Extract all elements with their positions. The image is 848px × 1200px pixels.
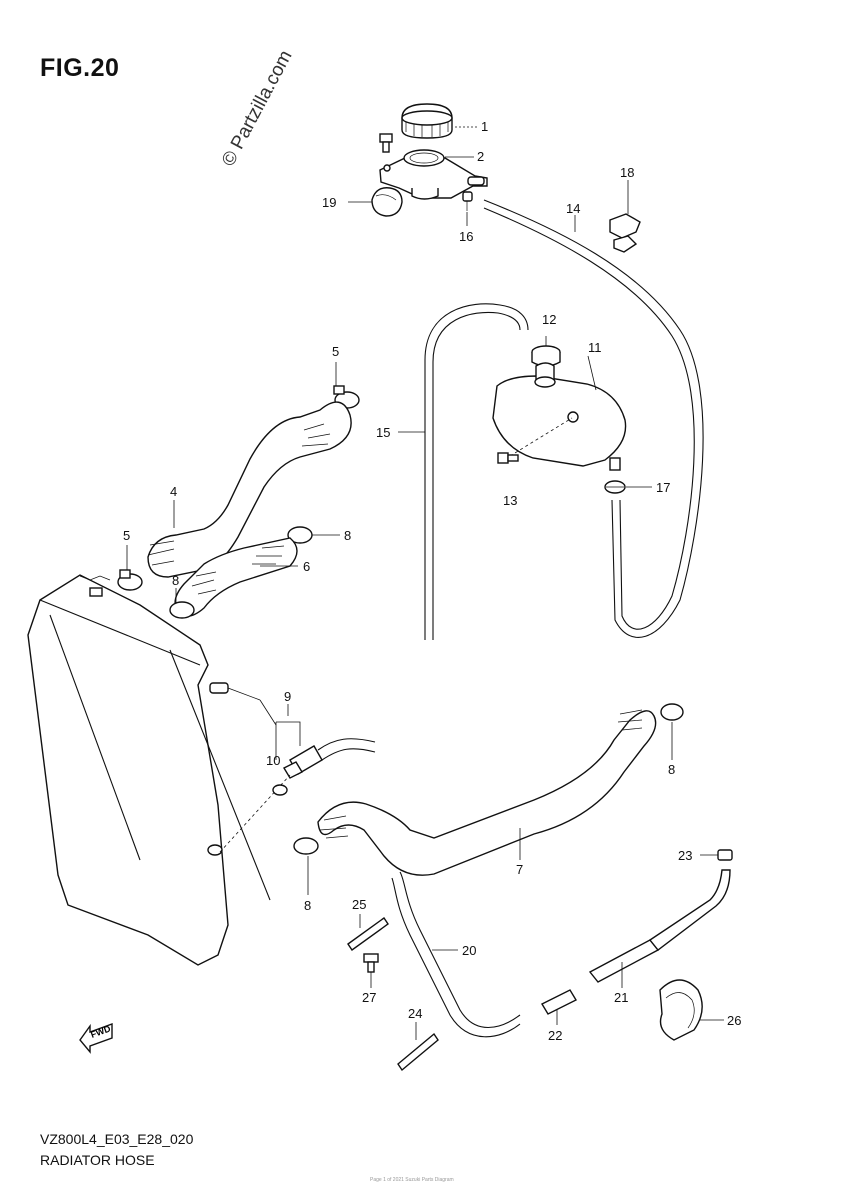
callout-23: 23 [678,848,692,863]
reservoir-hose-15 [424,303,529,640]
hose-clamp-8-bottom [293,837,319,855]
hose-clip-25 [347,917,389,951]
callout-18: 18 [620,165,634,180]
callout-17: 17 [656,480,670,495]
radiator-cap [401,103,453,139]
callout-9: 9 [284,689,291,704]
bolt-27 [363,953,379,973]
callout-26: 26 [727,1013,741,1028]
hose-clamp-8-left [169,601,195,619]
callout-7: 7 [516,862,523,877]
callout-10: 10 [266,753,280,768]
reservoir-bolt-13 [497,452,519,464]
joint-22 [541,989,577,1015]
coolant-reservoir-11 [492,362,627,471]
hose-20 [399,871,521,1028]
callout-15: 15 [376,425,390,440]
overflow-hose-14 [483,199,704,638]
callout-22: 22 [548,1028,562,1043]
callout-5-top: 5 [332,344,339,359]
callout-2: 2 [477,149,484,164]
callout-11: 11 [588,340,602,355]
radiator-hose-4 [147,401,352,578]
callout-1: 1 [481,119,488,134]
callout-19: 19 [322,195,336,210]
callout-27: 27 [362,990,376,1005]
thermo-switch-9 [283,738,376,779]
radiator-hose-7 [317,709,657,876]
callout-13: 13 [503,493,517,508]
hose-clip-17 [604,480,626,494]
callout-8-left: 8 [172,573,179,588]
callout-14: 14 [566,201,580,216]
callout-12: 12 [542,312,556,327]
hose-clamp-5-left [117,569,143,591]
callout-5-left: 5 [123,528,130,543]
diagram-code: VZ800L4_E03_E28_020 [40,1131,194,1147]
pipe-21 [588,869,731,983]
callout-6: 6 [303,559,310,574]
callout-16: 16 [459,229,473,244]
hose-clamp-8-right [660,703,684,721]
hose-clip-24 [397,1032,439,1072]
filler-neck [379,149,488,200]
figure-title: FIG.20 [40,54,120,82]
callout-4: 4 [170,484,177,499]
clamp-26 [659,979,703,1041]
fine-print: Page 1 of 2021 Suzuki Parts Diagram [370,1177,454,1183]
clamp-bracket-18 [609,213,641,253]
reservoir-cap-12 [531,345,561,367]
bolt [379,133,393,153]
callout-24: 24 [408,1006,422,1021]
callout-21: 21 [614,990,628,1005]
callout-8-upper: 8 [344,528,351,543]
callout-8-bottom: 8 [304,898,311,913]
diagram-caption: RADIATOR HOSE [40,1152,155,1168]
fwd-arrow: FWD [79,1023,113,1054]
callout-8-right: 8 [668,762,675,777]
callout-20: 20 [462,943,476,958]
callout-25: 25 [352,897,366,912]
hose-clip-16 [462,191,473,211]
gasket-10 [272,784,288,796]
callout-labels: 1 2 18 19 16 14 12 11 5 15 17 13 4 5 8 6… [123,119,741,1043]
hose-clamp-19 [371,187,403,217]
radiator [27,574,271,966]
hose-clip-23 [717,849,733,861]
